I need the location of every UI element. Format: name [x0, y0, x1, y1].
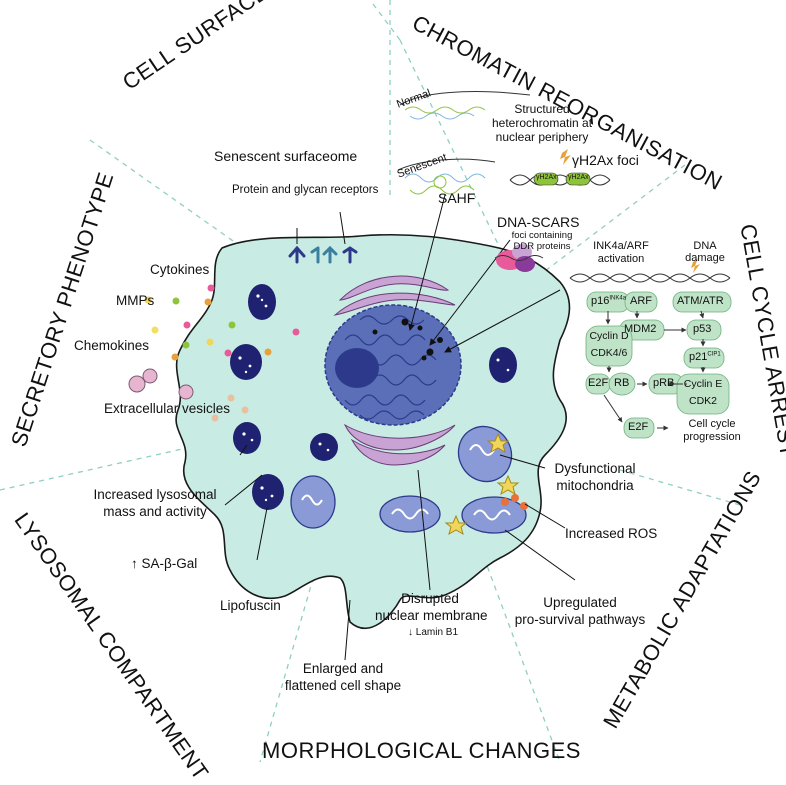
gh2ax-tag-2: γH2Ax [568, 174, 589, 181]
section-morphological-changes: MORPHOLOGICAL CHANGES [262, 738, 581, 763]
ros-stars [444, 432, 520, 536]
structured-line-3: nuclear periphery [495, 130, 589, 144]
node-p53: p53 [693, 323, 712, 335]
ink4a-line-2: activation [597, 253, 645, 265]
lysosomal-mass-label: Increased lysosomal mass and activity [80, 486, 230, 520]
scars-line-2: DDR proteins [513, 241, 571, 252]
golgi-apparatus-icon [333, 275, 456, 466]
cdk2-text: CDK2 [688, 395, 717, 407]
mito-line-1: Dysfunctional [554, 461, 636, 476]
node-cyclin-d: Cyclin D CDK4/6 [586, 328, 632, 362]
dna-damage-line-2: damage [685, 252, 725, 264]
dna-damage-line-1: DNA [693, 240, 717, 252]
chemokines-label: Chemokines [74, 338, 150, 353]
prosurv-line-1: Upregulated [543, 595, 617, 610]
progression-label: Cell cycle progression [672, 418, 752, 444]
cell-cycle-dna-icon [569, 273, 731, 283]
lipofuscin-label: Lipofuscin [220, 598, 281, 613]
sahf-label: SAHF [438, 190, 476, 206]
secreted-particles [144, 284, 300, 422]
dna-damage-label: DNA damage [680, 240, 730, 264]
lysosomal-line-1: Increased lysosomal [93, 487, 217, 502]
p21-text: p21 [689, 351, 708, 363]
dna-scars-icon [494, 244, 544, 272]
ros-dots [501, 494, 528, 510]
nuc-line-2: nuclear membrane [375, 608, 488, 623]
mitochondria-label: Dysfunctional mitochondria [540, 460, 650, 494]
node-p21: p21CIP1 [689, 351, 721, 363]
structured-line-1: Structured [514, 102, 570, 116]
dna-scars-label: DNA-SCARS [497, 214, 580, 230]
node-arf: ARF [630, 295, 652, 307]
dna-scars-desc: foci containing DDR proteins [500, 230, 584, 252]
gh2ax-foci-label: γH2Ax foci [572, 152, 639, 168]
pro-survival-label: Upregulated pro-survival pathways [500, 594, 660, 628]
extracellular-vesicles-icon [128, 368, 194, 400]
vesicles-label: Extracellular vesicles [104, 401, 231, 416]
p21-sup: CIP1 [707, 351, 721, 358]
cell-body [175, 233, 571, 630]
node-prb: pRB [653, 377, 675, 389]
node-mdm2: MDM2 [624, 323, 657, 335]
lightning-icon [560, 149, 571, 165]
ink4a-line-1: INK4a/ARF [593, 240, 649, 252]
nuc-line-1: Disrupted [401, 591, 459, 606]
node-cyclin-e: Cyclin E CDK2 [677, 376, 729, 410]
progression-line-1: Cell cycle [688, 418, 736, 430]
lamin-b1-label: ↓ Lamin B1 [408, 627, 459, 638]
diagram-graphics [0, 0, 741, 762]
mito-line-2: mitochondria [556, 478, 634, 493]
nuclear-membrane-label: Disrupted nuclear membrane [375, 590, 488, 624]
lysosomes [230, 284, 517, 510]
nucleolus [335, 348, 379, 388]
cytokines-label: Cytokines [150, 262, 210, 277]
receptors-label: Protein and glycan receptors [232, 184, 379, 196]
dna-helix-icon [509, 174, 611, 186]
cdk46-text: CDK4/6 [590, 347, 628, 359]
node-atm: ATM/ATR [677, 295, 724, 307]
surface-receptors-icon [288, 245, 358, 264]
structured-heterochromatin-label: Structured heterochromatin at nuclear pe… [482, 102, 602, 144]
p16-text: p16 [591, 295, 610, 307]
shape-line-2: flattened cell shape [284, 678, 402, 693]
damage-lightning-icon [691, 258, 700, 273]
normal-chromatin-icon [399, 91, 531, 120]
node-e2f-free: E2F [628, 421, 649, 433]
node-p16: p16INK4a [591, 295, 626, 307]
ros-label: Increased ROS [565, 526, 658, 541]
prosurv-line-2: pro-survival pathways [514, 612, 646, 627]
surfaceome-label: Senescent surfaceome [214, 148, 358, 164]
leader-lines [224, 194, 576, 661]
p16-sup: INK4a [609, 295, 627, 302]
nucleus [324, 304, 462, 426]
senescent-chromatin-icon [397, 158, 496, 195]
cell-cycle-nodes [585, 291, 732, 439]
shape-line-1: Enlarged and [302, 661, 384, 676]
ink4a-label: INK4a/ARF activation [584, 240, 658, 266]
node-rb: RB [614, 377, 630, 389]
structured-line-2: heterochromatin at [491, 116, 593, 130]
cell-shape-label: Enlarged and flattened cell shape [268, 660, 418, 694]
scars-line-1: foci containing [511, 230, 573, 241]
progression-line-2: progression [683, 431, 741, 443]
cell-cycle-arrows [603, 310, 706, 431]
gh2ax-tag-1: γH2Ax [536, 174, 557, 181]
cyclin-e-text: Cyclin E [683, 378, 723, 390]
node-e2f: E2F [588, 377, 609, 389]
sahf-dots [372, 318, 443, 361]
sa-beta-gal-label: ↑ SA-β-Gal [131, 556, 198, 571]
lysosomal-line-2: mass and activity [103, 504, 207, 519]
cyclin-d-text: Cyclin D [589, 330, 629, 342]
mmps-label: MMPs [116, 293, 155, 308]
